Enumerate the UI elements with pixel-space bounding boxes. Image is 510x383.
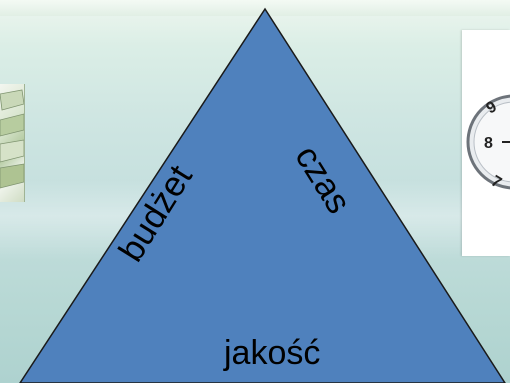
money-banknotes-image — [0, 84, 25, 202]
clock-image: 9 8 7 — [462, 30, 510, 256]
top-band — [0, 0, 510, 16]
svg-text:8: 8 — [484, 135, 493, 152]
triangle-shape — [19, 7, 506, 383]
clock-icon: 9 8 7 — [466, 94, 510, 192]
label-quality: jakość — [224, 334, 321, 372]
